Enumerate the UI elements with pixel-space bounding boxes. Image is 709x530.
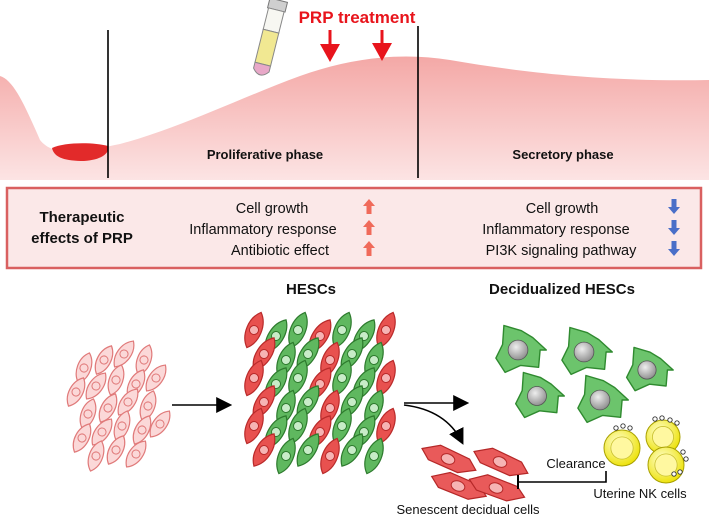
senescent-cell <box>473 447 529 477</box>
pink-cell <box>98 393 118 423</box>
decidual-cell <box>577 374 629 424</box>
pink-cell <box>85 372 107 400</box>
green-hesc-cell <box>276 437 296 475</box>
senescent-cell <box>468 474 526 502</box>
green-hesc-cell <box>340 433 364 467</box>
menstrual-shedding <box>52 143 109 161</box>
red-hesc-cell <box>244 407 264 445</box>
senescent-cell <box>430 471 488 500</box>
nk-granule <box>652 416 658 422</box>
prp-tube-icon <box>253 0 289 76</box>
decidual-cell <box>625 346 674 392</box>
prp-treatment-label: PRP treatment <box>299 8 416 27</box>
nk-granule <box>627 425 633 431</box>
down-arrow-icon <box>668 220 680 235</box>
prolif-effect-2: Inflammatory response <box>189 222 336 238</box>
pink-cell <box>107 364 125 396</box>
proliferative-phase-label: Proliferative phase <box>207 147 323 162</box>
therapeutic-effects-box <box>5 186 703 270</box>
red-hesc-cell <box>244 359 264 397</box>
uterine-nk-cells <box>603 415 689 484</box>
pink-cell <box>66 377 86 407</box>
pink-cell <box>87 440 105 472</box>
decidual-cell <box>515 371 565 419</box>
green-hesc-cell <box>364 437 384 475</box>
pink-cell <box>117 388 139 416</box>
prolif-effect-3: Antibiotic effect <box>231 243 329 259</box>
clearance-inhibition-line <box>518 471 607 483</box>
nk-granule <box>674 420 680 426</box>
treatment-arrow-1 <box>320 30 340 62</box>
clearance-label: Clearance <box>546 456 605 471</box>
pink-cell <box>132 415 152 445</box>
nk-granule <box>613 425 619 431</box>
treatment-arrow-2 <box>372 30 392 61</box>
pink-cell <box>149 410 171 438</box>
green-hesc-cell <box>296 433 320 467</box>
pink-cell <box>125 440 147 468</box>
red-hesc-cell <box>244 311 264 349</box>
nk-cell <box>603 429 641 467</box>
hesc-cluster <box>244 311 396 475</box>
nk-granule <box>680 449 686 455</box>
pink-hesc-cluster <box>66 340 171 472</box>
senescent-label: Senescent decidual cells <box>396 502 540 517</box>
effects-title-line2: effects of PRP <box>31 230 133 247</box>
senescent-cells-cluster <box>421 444 529 502</box>
nk-granule <box>677 469 683 475</box>
up-arrow-icon <box>363 220 375 235</box>
pink-cell <box>145 364 167 392</box>
up-arrow-icon <box>363 199 375 214</box>
endometrium-thickness-curve <box>0 56 709 180</box>
down-arrow-icon <box>668 241 680 256</box>
red-hesc-cell <box>252 433 276 467</box>
red-hesc-cell <box>320 437 340 475</box>
senescent-cell <box>421 444 477 474</box>
prolif-effect-1: Cell growth <box>236 201 309 217</box>
decidualized-hescs-label: Decidualized HESCs <box>489 281 635 298</box>
secretory-effect-1: Cell growth <box>526 201 599 217</box>
pink-cell <box>72 423 92 453</box>
decidual-cell <box>561 326 613 376</box>
secretory-effect-2: Inflammatory response <box>482 222 629 238</box>
nk-granule <box>659 415 665 421</box>
hescs-label: HESCs <box>286 281 336 298</box>
nk-cell <box>647 446 685 484</box>
nk-granule <box>671 471 677 477</box>
pink-cell <box>94 345 114 375</box>
up-arrow-icon <box>363 241 375 256</box>
pink-cell <box>113 340 135 368</box>
pink-cell <box>106 435 126 465</box>
secretory-phase-label: Secretory phase <box>512 147 613 162</box>
nk-granule <box>683 456 689 462</box>
uterine-nk-label: Uterine NK cells <box>593 486 687 501</box>
arrow-to-senescent <box>403 404 464 445</box>
down-arrow-icon <box>668 199 680 214</box>
secretory-effect-3: PI3K signaling pathway <box>486 243 637 259</box>
red-hesc-cell <box>376 311 396 349</box>
nk-granule <box>620 423 626 429</box>
effects-title-line1: Therapeutic <box>39 209 124 226</box>
decidualized-cells-cluster <box>495 324 674 424</box>
decidual-cell <box>495 324 547 374</box>
nk-granule <box>667 417 673 423</box>
pink-cell <box>91 418 113 446</box>
